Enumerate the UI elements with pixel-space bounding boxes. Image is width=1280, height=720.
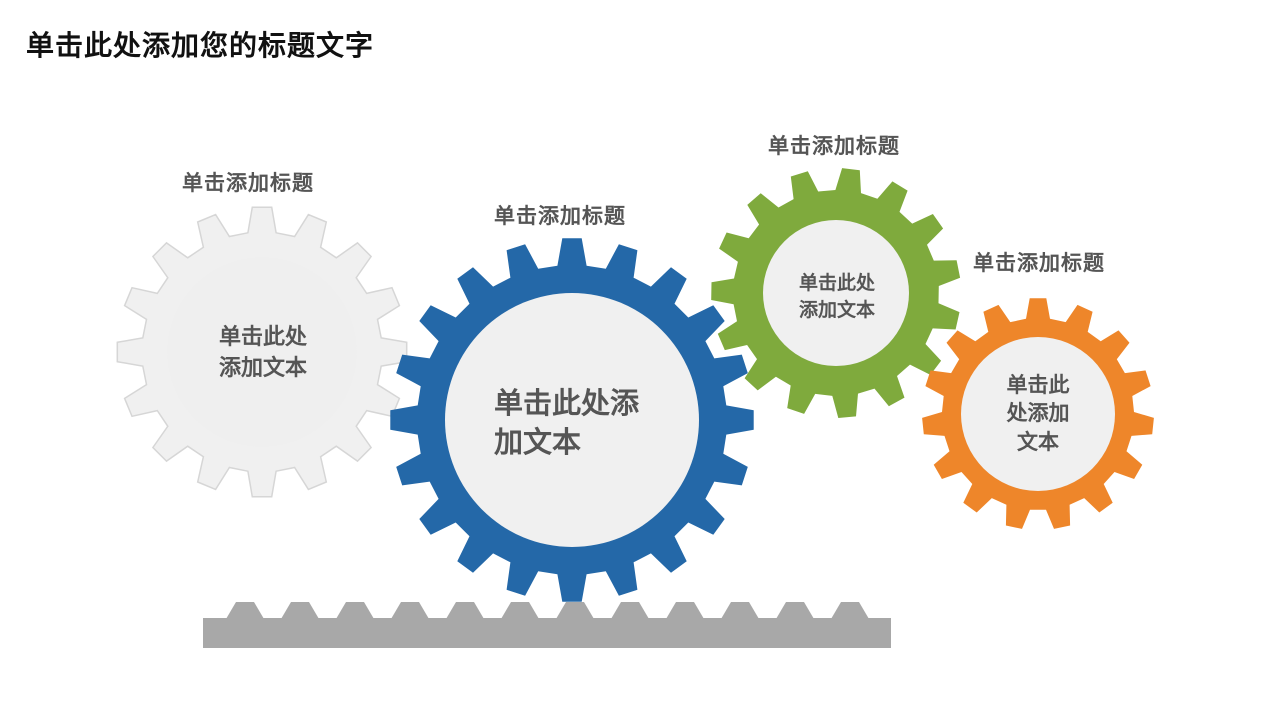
gray-gear-title: 单击添加标题 (182, 171, 314, 195)
orange-gear-hub (961, 337, 1115, 491)
green-gear-text: 单击此处 添加文本 (798, 272, 876, 321)
rack-tooth (501, 602, 539, 619)
rack-tooth (776, 602, 814, 619)
gray-gear-text: 单击此处 添加文本 (218, 325, 308, 381)
rack-tooth (226, 602, 264, 619)
rack-tooth (611, 602, 649, 619)
rack-tooth (281, 602, 319, 619)
slide-title: 单击此处添加您的标题文字 (26, 29, 375, 62)
rack-tooth (556, 602, 594, 619)
blue-gear-hub (445, 293, 699, 547)
rack-bar (203, 602, 891, 648)
gray-gear-hub (167, 257, 357, 447)
orange-gear-text: 单击此 处添加 文本 (1006, 373, 1070, 454)
rack-tooth (666, 602, 704, 619)
blue-gear-text: 单击此处添 加文本 (494, 386, 640, 460)
rack-tooth (446, 602, 484, 619)
green-gear-hub (763, 220, 909, 366)
rack-tooth (831, 602, 869, 619)
green-gear-title: 单击添加标题 (768, 134, 900, 158)
blue-gear-title: 单击添加标题 (494, 204, 626, 228)
rack-tooth (721, 602, 759, 619)
orange-gear-title: 单击添加标题 (973, 251, 1105, 275)
rack-tooth (391, 602, 429, 619)
rack-tooth (336, 602, 374, 619)
